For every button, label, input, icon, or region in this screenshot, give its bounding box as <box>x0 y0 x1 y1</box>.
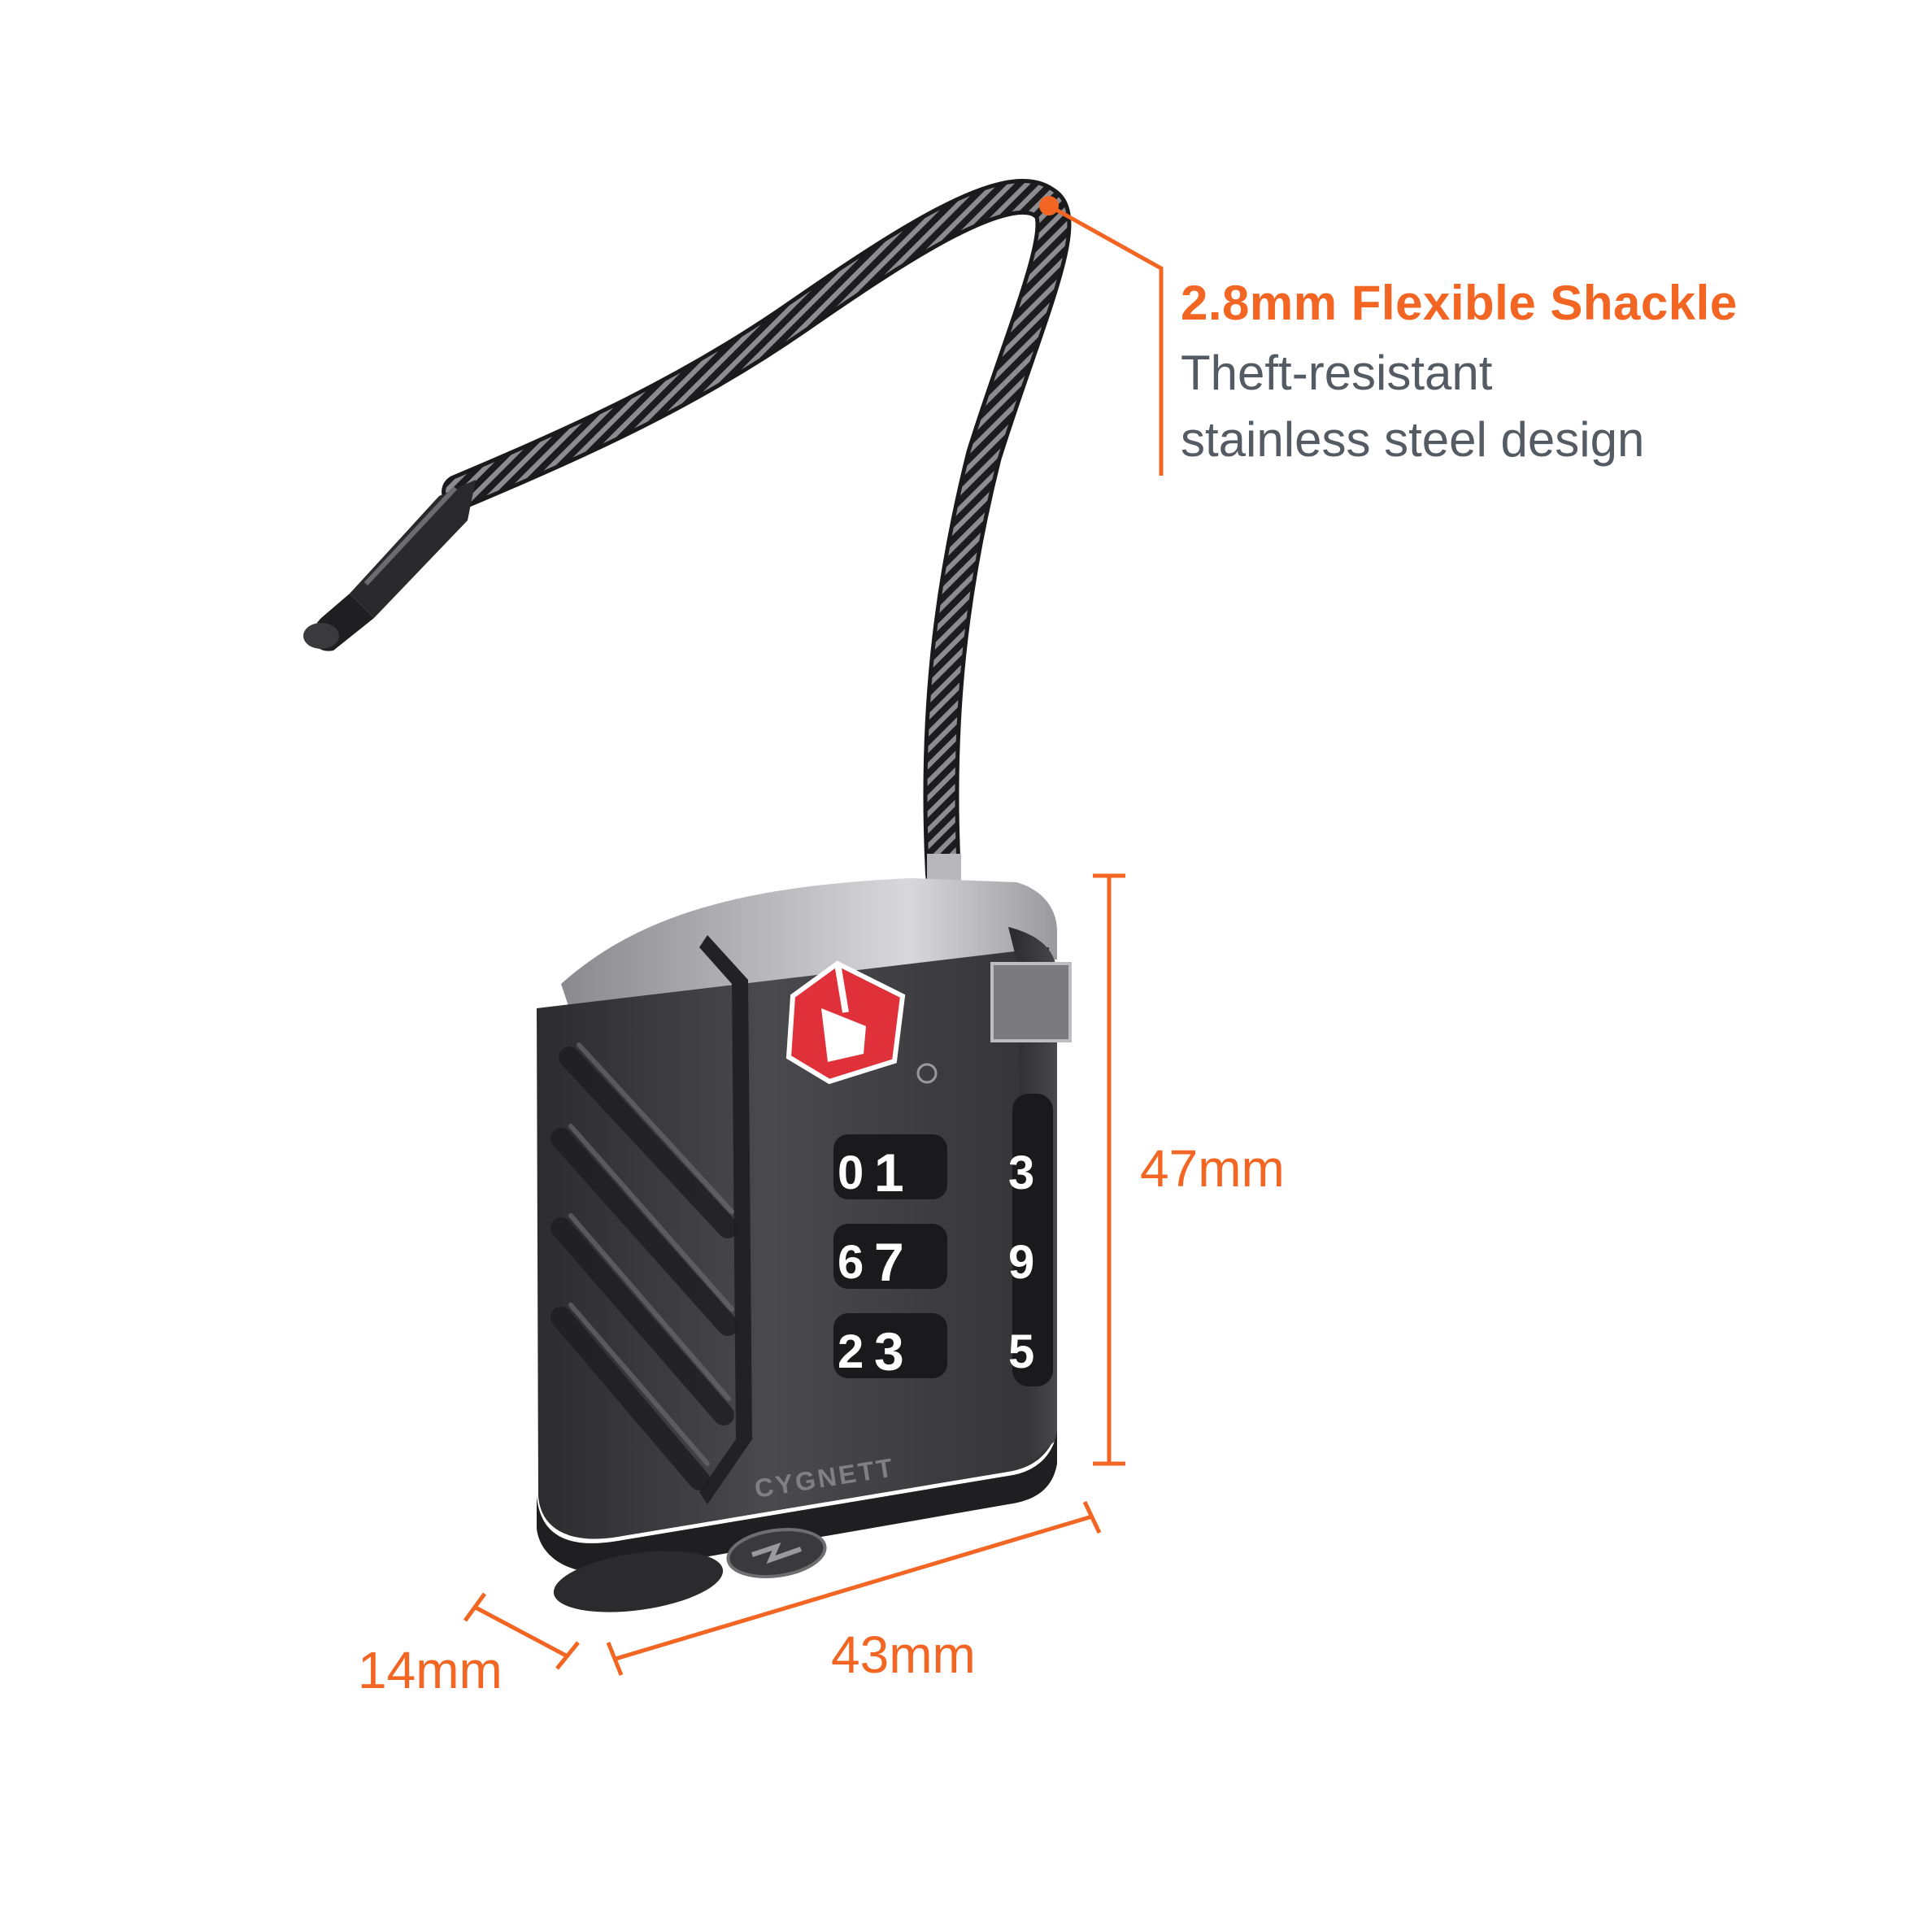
dial-digit: 2 <box>838 1325 864 1378</box>
keyhole-icon <box>726 1528 827 1578</box>
height-dimension-line <box>1093 873 1125 1466</box>
cable-shackle <box>303 178 1072 892</box>
side-dial-window <box>1012 1094 1053 1386</box>
dial-digit: 7 <box>874 1232 904 1292</box>
dial-digit: 0 <box>838 1147 864 1199</box>
dial-digit: 6 <box>838 1236 864 1289</box>
cable-end-fitting <box>303 480 476 651</box>
tsa-logo-icon <box>785 960 938 1085</box>
release-button <box>990 962 1072 1042</box>
lock-body <box>537 878 1072 1612</box>
grip-ribs <box>550 1046 738 1490</box>
combination-dials: 0 1 3 6 7 9 2 3 5 <box>833 1134 1034 1382</box>
shackle-callout-pointer <box>1039 196 1164 476</box>
dial-digit: 9 <box>1008 1236 1034 1289</box>
depth-dimension-line <box>463 1592 580 1670</box>
depth-dimension-label: 14mm <box>358 1641 503 1699</box>
callout-description-line: stainless steel design <box>1181 412 1645 467</box>
width-dimension-label: 43mm <box>831 1625 976 1684</box>
registered-mark-icon <box>916 1063 938 1084</box>
height-dimension-label: 47mm <box>1140 1139 1285 1198</box>
width-dimension-line <box>606 1500 1102 1676</box>
dial-digit: 3 <box>874 1321 904 1382</box>
cable-collar <box>927 854 961 883</box>
callout-title: 2.8mm Flexible Shackle <box>1181 276 1738 330</box>
dial-digit: 3 <box>1008 1147 1034 1199</box>
callout-description-line: Theft-resistant <box>1181 346 1493 400</box>
dial-digit: 1 <box>874 1142 904 1203</box>
dial-digit: 5 <box>1008 1325 1034 1378</box>
